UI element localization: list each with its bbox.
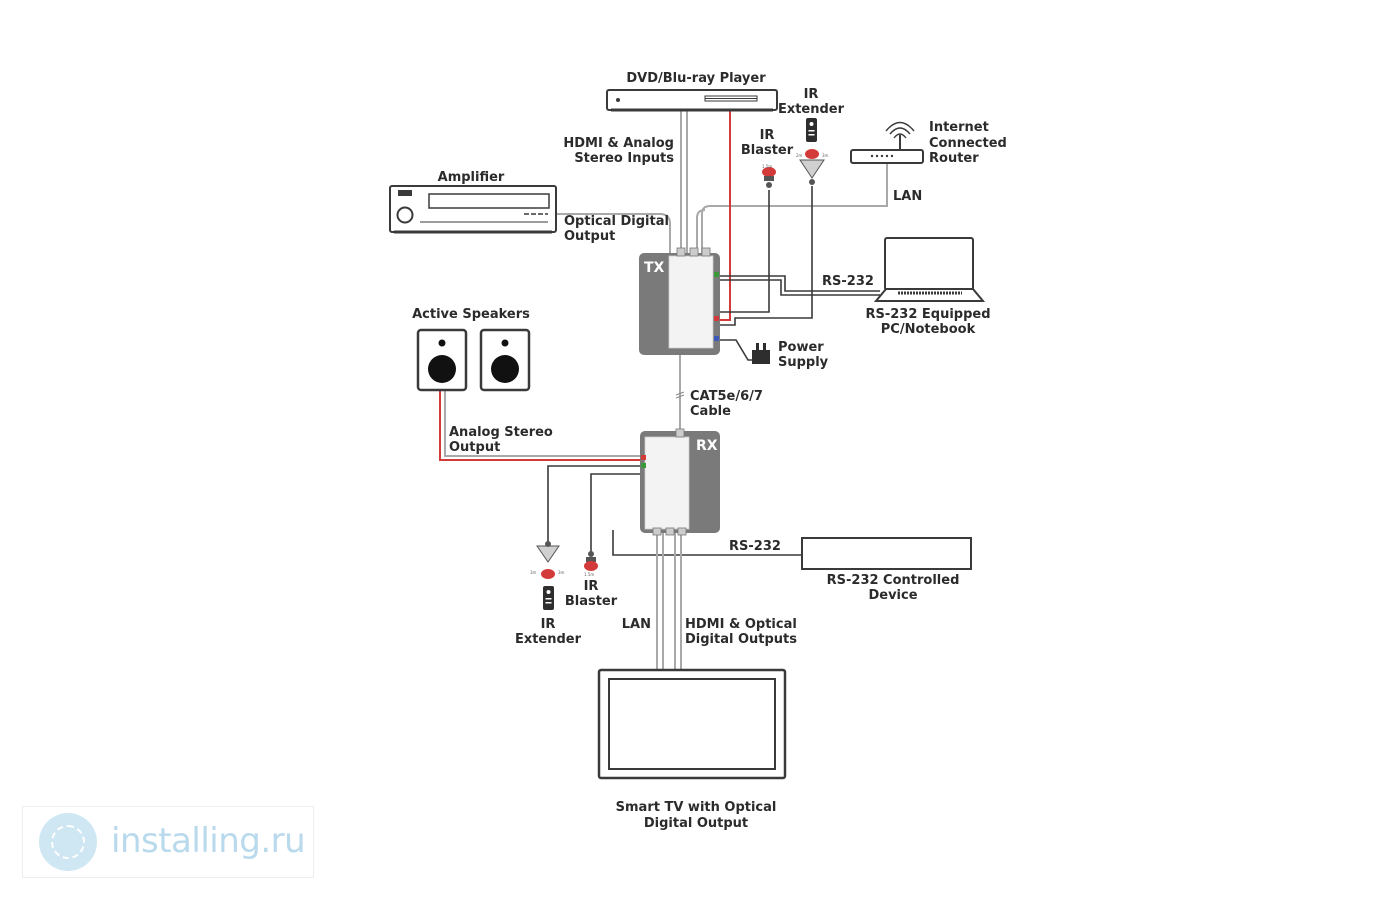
rs232-device-label-2: Device (868, 588, 917, 603)
ir-extender-top-label-1: IR (804, 87, 819, 102)
hdmi-analog-inputs-label-2: Stereo Inputs (574, 151, 674, 166)
red-ir-cable-top (720, 110, 731, 321)
power-supply-label-2: Supply (778, 355, 829, 370)
svg-text:2m: 2m (796, 153, 803, 158)
amplifier-label: Amplifier (438, 170, 505, 185)
analog-stereo-label-2: Output (449, 440, 500, 455)
ir-extender-bottom: 3m 3m (530, 541, 565, 610)
lan-top-label: LAN (893, 189, 922, 204)
cat-cable-label-2: Cable (690, 404, 731, 419)
rs232-top-cable-2 (720, 279, 880, 296)
watermark: installing.ru (22, 806, 314, 878)
dvd-player-label: DVD/Blu-ray Player (626, 71, 766, 86)
power-supply-label-1: Power (778, 340, 824, 355)
hdmi-analog-inputs-label-1: HDMI & Analog (563, 136, 674, 151)
rs232-bottom-cable (612, 530, 802, 556)
optical-output-cable (556, 213, 671, 255)
router-label-3: Router (929, 151, 979, 166)
cat-cable-break (675, 391, 685, 399)
optical-output-label-1: Optical Digital (564, 214, 669, 229)
active-speakers (416, 328, 531, 392)
svg-text:3m: 3m (558, 570, 565, 575)
analog-stereo-label-1: Analog Stereo (449, 425, 553, 440)
lan-bottom-label: LAN (622, 617, 651, 632)
svg-text:1.5m: 1.5m (762, 164, 772, 169)
cables (439, 110, 888, 670)
rs232-device-label-1: RS-232 Controlled (827, 573, 960, 588)
pc-notebook-label-2: PC/Notebook (881, 322, 976, 337)
hdmi-optical-outputs-label-2: Digital Outputs (685, 632, 797, 647)
watermark-text: installing.ru (111, 821, 306, 861)
rs232-top-cable (720, 275, 880, 292)
analog-stereo-cable (439, 390, 640, 461)
optical-output-label-2: Output (564, 229, 615, 244)
svg-text:1.5m: 1.5m (584, 572, 594, 577)
cat-cable-label-1: CAT5e/6/7 (690, 389, 763, 404)
smart-tv-label-1: Smart TV with Optical (616, 800, 777, 815)
rx-unit (640, 428, 720, 536)
rs232-controlled-device (801, 537, 972, 570)
ir-blaster-bottom-label-1: IR (584, 579, 599, 594)
amplifier (389, 185, 557, 234)
router-label-2: Connected (929, 136, 1007, 151)
ir-blaster-top: 1.5m (762, 164, 776, 188)
analog-stereo-cable-2 (444, 390, 640, 457)
lan-top-cable-2 (696, 209, 706, 255)
internet-router (850, 121, 924, 164)
svg-text:3m: 3m (530, 570, 537, 575)
ir-blaster-top-cable (720, 190, 770, 313)
pc-notebook-label-1: RS-232 Equipped (865, 307, 990, 322)
ir-extender-top: 2m 3m (796, 118, 829, 185)
power-cable (720, 339, 756, 361)
svg-text:3m: 3m (822, 153, 829, 158)
smart-tv-label-2: Digital Output (644, 816, 748, 831)
hdmi-optical-outputs-label-1: HDMI & Optical (685, 617, 797, 632)
ir-blaster-bottom-label-2: Blaster (565, 594, 618, 609)
ir-blaster-bottom-cable (590, 473, 640, 555)
rs232-top-label: RS-232 (822, 274, 874, 289)
rs232-bottom-label: RS-232 (729, 539, 781, 554)
active-speakers-label: Active Speakers (412, 307, 530, 322)
labels: DVD/Blu-ray Player IR Extender Internet … (412, 71, 1007, 831)
pc-notebook (873, 237, 986, 302)
ir-extender-top-cable (720, 186, 813, 326)
lan-top-cable (701, 163, 888, 255)
ir-extender-bottom-cable (547, 465, 640, 545)
ir-blaster-bottom: 1.5m (584, 551, 598, 577)
watermark-logo-icon (39, 813, 97, 871)
ir-extender-bottom-label-2: Extender (515, 632, 582, 647)
smart-tv (597, 668, 787, 780)
ir-blaster-top-label-1: IR (760, 128, 775, 143)
rx-label: RX (696, 438, 718, 454)
ir-blaster-top-label-2: Blaster (741, 143, 794, 158)
power-supply (752, 343, 770, 364)
ir-extender-top-label-2: Extender (778, 102, 845, 117)
tx-unit (639, 247, 720, 355)
tx-label: TX (644, 260, 665, 276)
dvd-player (606, 89, 778, 112)
router-label-1: Internet (929, 120, 989, 135)
ir-extender-bottom-label-1: IR (541, 617, 556, 632)
